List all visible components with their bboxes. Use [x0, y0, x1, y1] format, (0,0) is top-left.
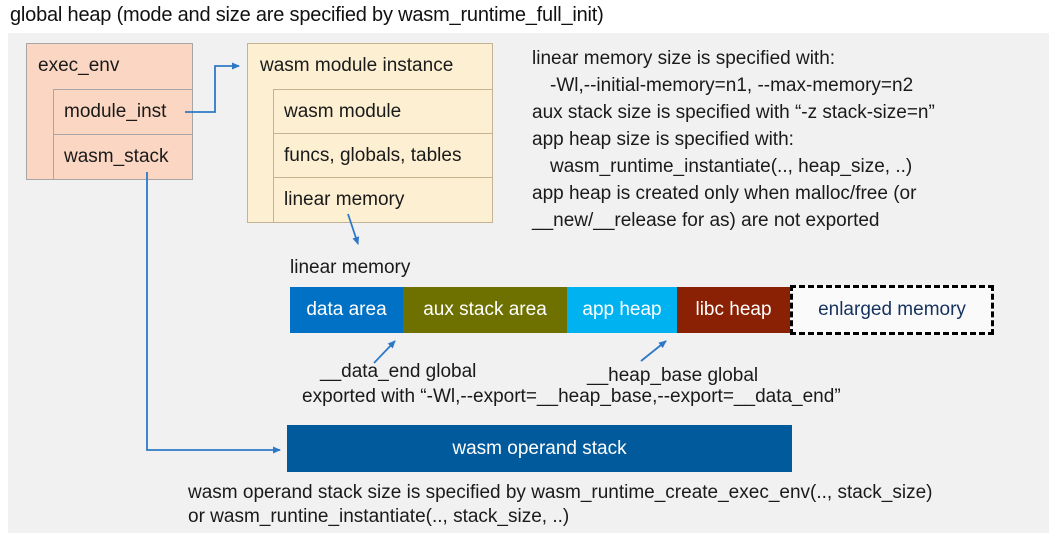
exec-env-row-module-inst: module_inst — [53, 89, 193, 135]
note-line: __new/__release for as) are not exported — [532, 210, 880, 231]
bottom-note-line: wasm operand stack size is specified by … — [188, 482, 933, 503]
note-line: linear memory size is specified with: — [532, 48, 836, 69]
segment-app-heap: app heap — [567, 287, 677, 333]
note-line: -Wl,--initial-memory=n1, --max-memory=n2 — [550, 75, 914, 96]
segment-aux-stack-area: aux stack area — [403, 287, 567, 333]
wasm-module-label: wasm module — [284, 100, 402, 122]
segment-libc-heap: libc heap — [677, 287, 790, 333]
diagram-title: global heap (mode and size are specified… — [10, 4, 604, 26]
wasm-stack-label: wasm_stack — [64, 146, 169, 167]
export-flags-label: exported with “-Wl,--export=__heap_base,… — [302, 386, 841, 407]
data-end-global-label: __data_end global — [320, 361, 477, 382]
linear-memory-bar-label: linear memory — [290, 257, 411, 278]
wasm-operand-stack-bar: wasm operand stack — [287, 425, 792, 472]
linear-memory-row-label: linear memory — [284, 189, 405, 210]
note-line: wasm_runtime_instantiate(.., heap_size, … — [550, 156, 913, 177]
notes-right: linear memory size is specified with: -W… — [532, 45, 935, 234]
note-line: app heap size is specified with: — [532, 129, 794, 150]
note-line: aux stack size is specified with “-z sta… — [532, 102, 935, 123]
row-linear-memory: linear memory — [273, 177, 493, 223]
exec-env-row-wasm-stack: wasm_stack — [53, 134, 193, 180]
wasm-module-instance-title: wasm module instance — [260, 55, 454, 76]
bottom-note: wasm operand stack size is specified by … — [188, 481, 933, 529]
exec-env-title: exec_env — [38, 55, 120, 76]
module-inst-label: module_inst — [64, 101, 167, 122]
segment-data-area: data area — [290, 287, 403, 333]
note-line: app heap is created only when malloc/fre… — [532, 183, 917, 204]
funcs-globals-tables-label: funcs, globals, tables — [284, 144, 462, 166]
row-funcs-globals-tables: funcs, globals, tables — [273, 133, 493, 178]
bottom-note-line: or wasm_runtine_instantiate(.., stack_si… — [188, 506, 570, 527]
row-wasm-module: wasm module — [273, 89, 493, 134]
segment-enlarged-memory: enlarged memory — [790, 285, 994, 335]
heap-base-global-label: __heap_base global — [587, 365, 759, 386]
wasm-operand-stack-label: wasm operand stack — [452, 437, 627, 459]
